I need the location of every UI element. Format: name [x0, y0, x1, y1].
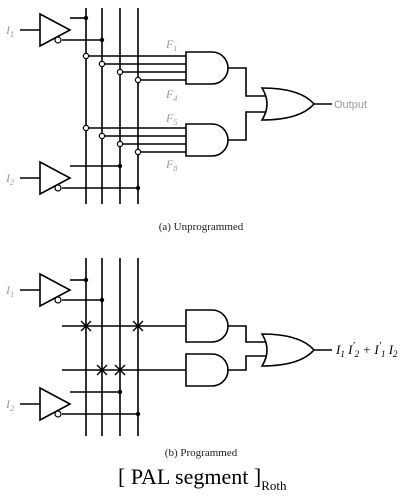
output-label: Output	[334, 99, 367, 111]
fuse-intact	[132, 320, 144, 332]
buffer-i2	[39, 386, 72, 422]
fuse-f4	[134, 76, 142, 84]
buffer-i2	[39, 160, 72, 196]
fuse-intact	[80, 320, 92, 332]
programmed-diagram: I1 I2 I1 I′2 + I′1 I2 (b) Programmed	[5, 258, 398, 459]
fuse-f1-label: F1	[165, 37, 177, 53]
buffer-i1	[39, 272, 72, 308]
input-i1-label: I1	[5, 23, 14, 39]
and-gate-2	[185, 123, 229, 157]
fuse-f4-label: F4	[165, 87, 177, 103]
and-gate-2	[185, 353, 229, 387]
or-gate	[260, 87, 316, 121]
fuse-f8-label: F8	[165, 157, 177, 173]
caption-unprogrammed: (a) Unprogrammed	[159, 221, 244, 233]
footer-title: [ PAL segment ]Roth	[118, 464, 287, 493]
and-gate-1	[185, 51, 229, 85]
and-gate-1	[185, 309, 229, 343]
fuse-f8	[134, 148, 142, 156]
or-gate	[260, 333, 316, 367]
fuse-f1	[82, 52, 90, 60]
inverter-bubble	[54, 36, 62, 44]
input-i1-label: I1	[5, 283, 14, 299]
caption-programmed: (b) Programmed	[165, 447, 238, 459]
fuse-f5-label: F5	[165, 111, 177, 127]
fuse-intact	[114, 364, 126, 376]
input-i2-label: I2	[5, 397, 14, 413]
buffer-i1	[39, 12, 72, 48]
fuse-intact	[96, 364, 108, 376]
unprogrammed-diagram: I1 I2 F1 F4 F5 F8 Output (a) Unprogramme…	[5, 8, 367, 233]
fuse-f5	[82, 124, 90, 132]
inverter-bubble	[54, 296, 62, 304]
output-expression: I1 I′2 + I′1 I2	[335, 341, 398, 359]
input-i2-label: I2	[5, 171, 14, 187]
